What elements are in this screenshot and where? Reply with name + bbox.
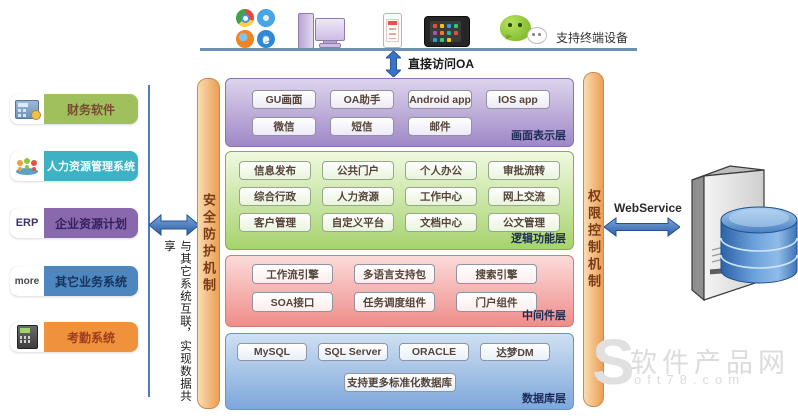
permission-control-label: 权限控制机制 <box>586 188 601 291</box>
more-text-badge: more <box>10 266 44 296</box>
watermark-site-name: 软件产品网 <box>630 348 790 378</box>
module-box: ORACLE <box>399 343 469 361</box>
firefox-icon <box>236 30 254 48</box>
webservice-double-arrow-icon <box>604 217 680 237</box>
module-box: 信息发布 <box>239 161 311 180</box>
chrome-icon <box>236 9 254 27</box>
layer-middleware: 工作流引擎 多语言支持包 搜索引擎 SOA接口 任务调度组件 门户组件 中间件层 <box>225 255 574 327</box>
vertical-double-arrow-icon <box>386 51 401 77</box>
database-server-icon <box>691 165 798 302</box>
wechat-small-bubble <box>527 27 547 44</box>
module-box: GU画面 <box>252 90 316 109</box>
module-box: 支持更多标准化数据库 <box>343 373 456 392</box>
layer-logic: 信息发布 公共门户 个人办公 审批流转 综合行政 人力资源 工作中心 网上交流 … <box>225 151 574 250</box>
sidebar-item-attendance: 考勤系统 <box>10 322 138 352</box>
erp-text-badge: ERP <box>10 208 44 238</box>
module-box: 个人办公 <box>405 161 477 180</box>
wechat-icon <box>500 15 548 47</box>
module-box: 短信 <box>330 117 394 136</box>
module-box: MySQL <box>237 343 307 361</box>
sidebar-item-other-systems: more 其它业务系统 <box>10 266 138 296</box>
module-box: 门户组件 <box>456 292 537 312</box>
layer-label: 中间件层 <box>522 310 566 322</box>
layer-database: MySQL SQL Server ORACLE 达梦DM 支持更多标准化数据库 … <box>225 333 574 410</box>
module-box: 公共门户 <box>322 161 394 180</box>
sidebar-separator-line <box>148 85 150 397</box>
sidebar-item-label: 考勤系统 <box>66 330 115 345</box>
tablet-screen <box>430 21 461 42</box>
module-box: 邮件 <box>408 117 472 136</box>
sidebar-item-label: 财务软件 <box>66 102 115 117</box>
smartphone-screen <box>386 19 399 42</box>
more-badge-text: more <box>14 275 40 287</box>
module-box: SQL Server <box>318 343 388 361</box>
permission-control-bar: 权限控制机制 <box>583 72 604 407</box>
module-box: 文档中心 <box>405 213 477 232</box>
module-box: 搜索引擎 <box>456 264 537 284</box>
sidebar-item-label: 企业资源计划 <box>54 216 127 231</box>
sidebar-item-label: 人力资源管理系统 <box>47 161 135 173</box>
watermark-domain: oft78.com <box>634 372 746 387</box>
watermark-letter: S <box>592 326 635 398</box>
desktop-tower <box>298 13 314 49</box>
module-box: 自定义平台 <box>322 213 394 232</box>
interlink-double-arrow-icon <box>149 213 199 237</box>
module-box: 工作中心 <box>405 187 477 206</box>
terminal-separator-line <box>200 48 637 51</box>
module-box: 工作流引擎 <box>252 264 333 284</box>
desktop-monitor-foot <box>319 43 341 48</box>
ie-icon <box>257 30 275 48</box>
module-box: 任务调度组件 <box>354 292 435 312</box>
browser-icons-group <box>236 9 275 48</box>
module-box: Android app <box>408 90 472 109</box>
module-box: 公文管理 <box>488 213 560 232</box>
module-box: 微信 <box>252 117 316 136</box>
desktop-monitor <box>315 18 345 41</box>
layer-label: 画面表示层 <box>511 130 566 142</box>
module-box: 网上交流 <box>488 187 560 206</box>
module-box: 客户管理 <box>239 213 311 232</box>
sidebar-item-hr: 人力资源管理系统 <box>10 151 138 181</box>
devices-label: 支持终端设备 <box>556 31 629 45</box>
module-box: IOS app <box>486 90 550 109</box>
module-box: 审批流转 <box>488 161 560 180</box>
module-box: OA助手 <box>330 90 394 109</box>
layer-label: 数据库层 <box>522 393 566 405</box>
layer-label: 逻辑功能层 <box>511 233 566 245</box>
sidebar-item-label: 其它业务系统 <box>54 274 127 289</box>
module-box: SOA接口 <box>252 292 333 312</box>
module-box: 多语言支持包 <box>354 264 435 284</box>
webservice-label: WebService <box>614 201 682 215</box>
wechat-big-bubble <box>500 15 531 41</box>
smartphone-icon <box>383 13 402 48</box>
module-box: 达梦DM <box>480 343 550 361</box>
desktop-computer-icon <box>298 13 346 49</box>
attendance-machine-icon <box>10 322 44 352</box>
interlink-note: 与其它系统互联，实现数据共享 <box>163 240 191 403</box>
module-box: 综合行政 <box>239 187 311 206</box>
security-protection-bar: 安全防护机制 <box>197 78 220 409</box>
sidebar-item-finance: 财务软件 <box>10 94 138 124</box>
direct-access-label: 直接访问OA <box>408 57 475 71</box>
safari-icon <box>257 9 275 27</box>
module-box: 人力资源 <box>322 187 394 206</box>
security-protection-label: 安全防护机制 <box>201 192 216 295</box>
finance-icon <box>10 94 44 124</box>
tablet-icon <box>424 16 470 47</box>
layer-presentation: GU画面 OA助手 Android app IOS app 微信 短信 邮件 画… <box>225 78 574 147</box>
people-icon <box>10 151 44 181</box>
erp-badge-text: ERP <box>15 217 39 229</box>
sidebar-item-erp: ERP 企业资源计划 <box>10 208 138 238</box>
